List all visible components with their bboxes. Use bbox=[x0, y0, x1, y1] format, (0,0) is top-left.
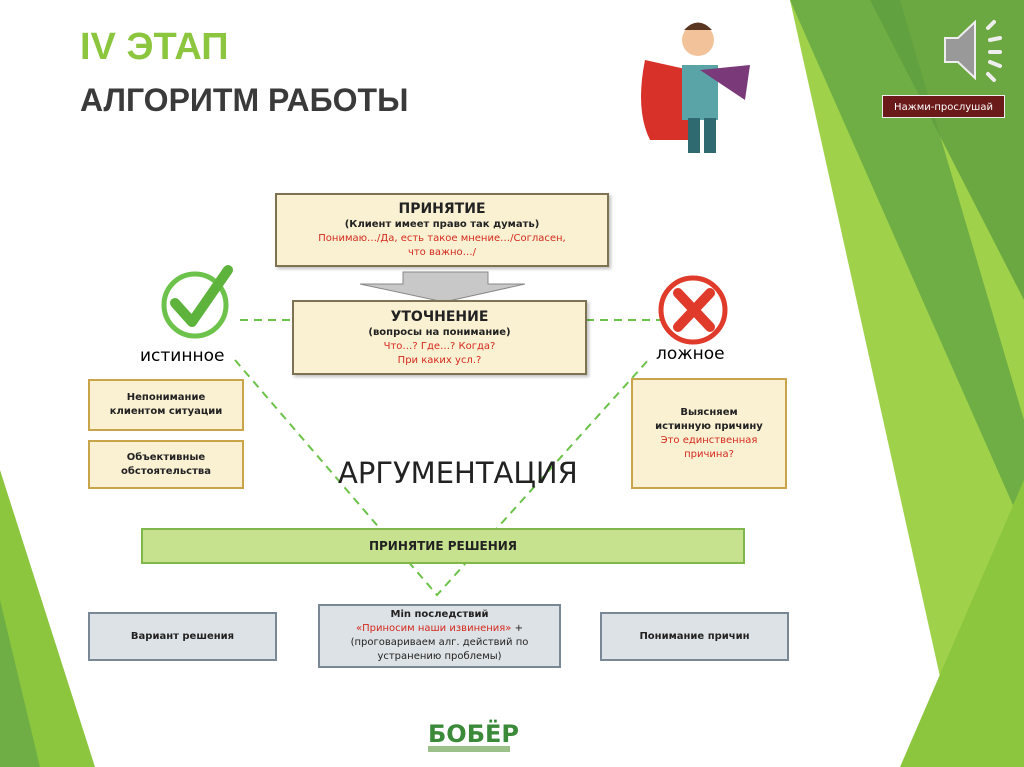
false-label: ложное bbox=[656, 344, 725, 364]
character-illustration bbox=[641, 22, 750, 153]
acceptance-phrases: Понимаю…/Да, есть такое мнение…/Согласен… bbox=[318, 233, 566, 258]
false-reason-box: Выясняем истинную причину Это единственн… bbox=[631, 378, 787, 489]
false-reason-line2: Это единственная причина? bbox=[660, 434, 758, 460]
speaker-icon bbox=[944, 19, 1002, 82]
page-title: АЛГОРИТМ РАБОТЫ bbox=[80, 82, 409, 118]
clarification-line1: Что…? Где…? Когда? bbox=[383, 340, 496, 352]
acceptance-box: ПРИНЯТИЕ (Клиент имеет право так думать)… bbox=[275, 193, 609, 267]
checkmark-icon bbox=[161, 265, 233, 339]
svg-text:БОБЁР: БОБЁР bbox=[428, 719, 519, 748]
logo-image: БОБЁР bbox=[425, 708, 519, 756]
clarification-subtitle: (вопросы на понимание) bbox=[368, 326, 511, 338]
clarification-heading: УТОЧНЕНИЕ bbox=[390, 308, 489, 325]
true-reason-box: Объективные обстоятельства bbox=[88, 440, 244, 489]
outcome-solution-box: Вариант решения bbox=[88, 612, 277, 661]
argumentation-heading: АРГУМЕНТАЦИЯ bbox=[338, 456, 578, 490]
acceptance-heading: ПРИНЯТИЕ bbox=[398, 201, 486, 217]
true-reason-box: Непонимание клиентом ситуации bbox=[88, 379, 244, 431]
decision-bar: ПРИНЯТИЕ РЕШЕНИЯ bbox=[141, 528, 745, 564]
apology-phrase: «Приносим наши извинения» bbox=[356, 623, 512, 634]
dashed-triangle bbox=[234, 357, 651, 597]
listen-button[interactable]: Нажми-прослушай bbox=[882, 95, 1005, 118]
stage-title: IV ЭТАП bbox=[80, 26, 229, 68]
clarification-line2: При каких усл.? bbox=[397, 354, 482, 366]
acceptance-subtitle: (Клиент имеет право так думать) bbox=[344, 219, 540, 230]
outcome-min-heading: Min последствий bbox=[390, 609, 489, 620]
cross-icon bbox=[658, 275, 728, 345]
true-label: истинное bbox=[140, 346, 225, 366]
down-arrow-icon bbox=[359, 271, 526, 303]
outcome-min-detail: (проговариваем алг. действий по устранен… bbox=[350, 637, 529, 662]
outcome-understanding-box: Понимание причин bbox=[600, 612, 789, 661]
clarification-box: УТОЧНЕНИЕ (вопросы на понимание) Что…? Г… bbox=[292, 300, 587, 375]
false-reason-line1: Выясняем истинную причину bbox=[655, 406, 763, 432]
plus-sign: + bbox=[511, 623, 523, 634]
outcome-minimize-box: Min последствий «Приносим наши извинения… bbox=[318, 604, 561, 668]
